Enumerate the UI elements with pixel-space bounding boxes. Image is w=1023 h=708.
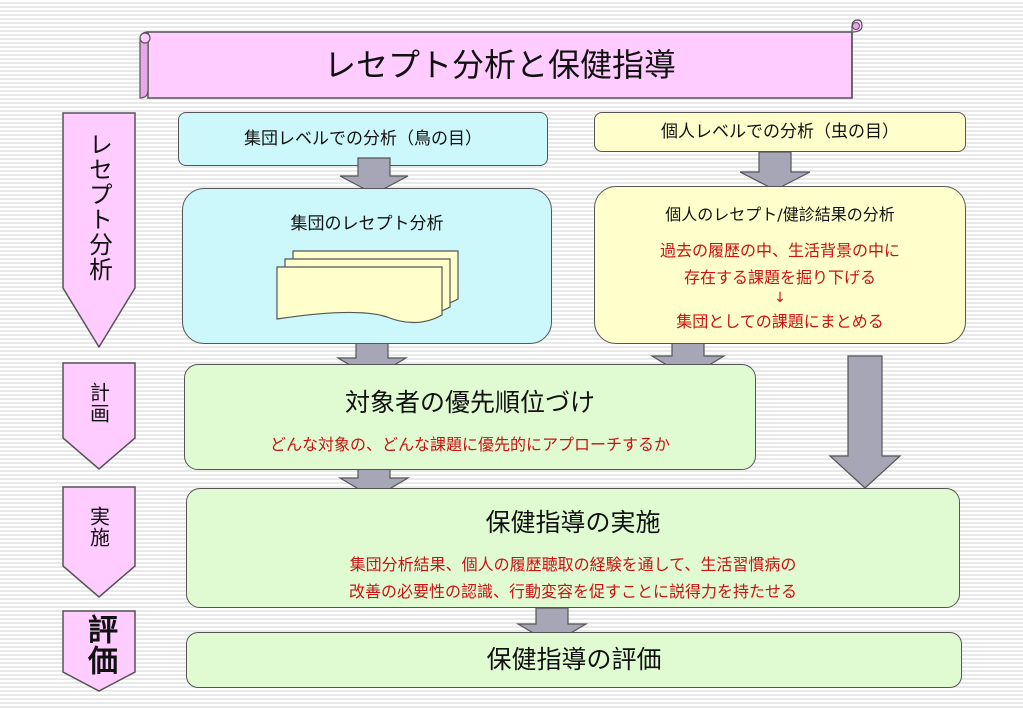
side-label-receipt-text: レセプト分析 — [84, 132, 113, 282]
group-body-box: 集団のレセプト分析 — [182, 188, 552, 344]
priority-title: 対象者の優先順位づけ — [344, 388, 595, 417]
individual-line-3: 集団としての課題にまとめる — [676, 312, 884, 331]
individual-down-arrow: ↓ — [774, 290, 786, 306]
side-label-plan-text: 計画 — [86, 382, 111, 424]
chevron-shape — [62, 610, 136, 692]
chevron-shape — [62, 362, 136, 470]
evaluation-title: 保健指導の評価 — [486, 645, 662, 674]
implementation-line-1: 集団分析結果、個人の履歴聴取の経験を通して、生活習慣病の — [349, 555, 797, 574]
chevron-shape — [62, 486, 136, 598]
individual-header-text: 個人レベルでの分析（虫の目） — [661, 122, 899, 142]
side-label-implement-text: 実施 — [86, 506, 111, 548]
implementation-title: 保健指導の実施 — [485, 508, 661, 537]
title-banner: レセプト分析と保健指導 — [136, 18, 864, 102]
individual-line-2: 存在する課題を掘り下げる — [683, 268, 876, 287]
individual-body-box: 個人のレセプト/健診結果の分析 過去の履歴の中、生活背景の中に 存在する課題を掘… — [594, 186, 966, 344]
individual-body-title: 個人のレセプト/健診結果の分析 — [665, 205, 895, 224]
chevron-shape — [62, 112, 136, 348]
page-title: レセプト分析と保健指導 — [323, 46, 676, 84]
arrow-down-icon — [828, 355, 902, 489]
group-body-title: 集団のレセプト分析 — [290, 214, 444, 234]
individual-line-1: 過去の履歴の中、生活背景の中に — [659, 241, 900, 260]
individual-header-box: 個人レベルでの分析（虫の目） — [594, 112, 966, 152]
implementation-box: 保健指導の実施 集団分析結果、個人の履歴聴取の経験を通して、生活習慣病の 改善の… — [186, 488, 960, 608]
priority-subtitle: どんな対象の、どんな課題に優先的にアプローチするか — [269, 435, 670, 454]
priority-box: 対象者の優先順位づけ どんな対象の、どんな課題に優先的にアプローチするか — [184, 364, 756, 470]
side-label-implement: 実施 — [62, 486, 136, 598]
side-label-evaluate-text: 評価 — [82, 614, 117, 676]
implementation-line-2: 改善の必要性の認識、行動変容を促すことに説得力を持たせる — [348, 582, 797, 601]
group-header-text: 集団レベルでの分析（鳥の目） — [244, 129, 482, 149]
documents-icon — [276, 250, 459, 324]
side-label-evaluate: 評価 — [62, 610, 136, 692]
arrow-down-icon — [739, 151, 811, 191]
scroll-banner-shape — [139, 19, 863, 99]
group-header-box: 集団レベルでの分析（鳥の目） — [178, 112, 548, 166]
side-label-receipt: レセプト分析 — [62, 112, 136, 348]
side-label-plan: 計画 — [62, 362, 136, 470]
evaluation-box: 保健指導の評価 — [186, 632, 962, 688]
